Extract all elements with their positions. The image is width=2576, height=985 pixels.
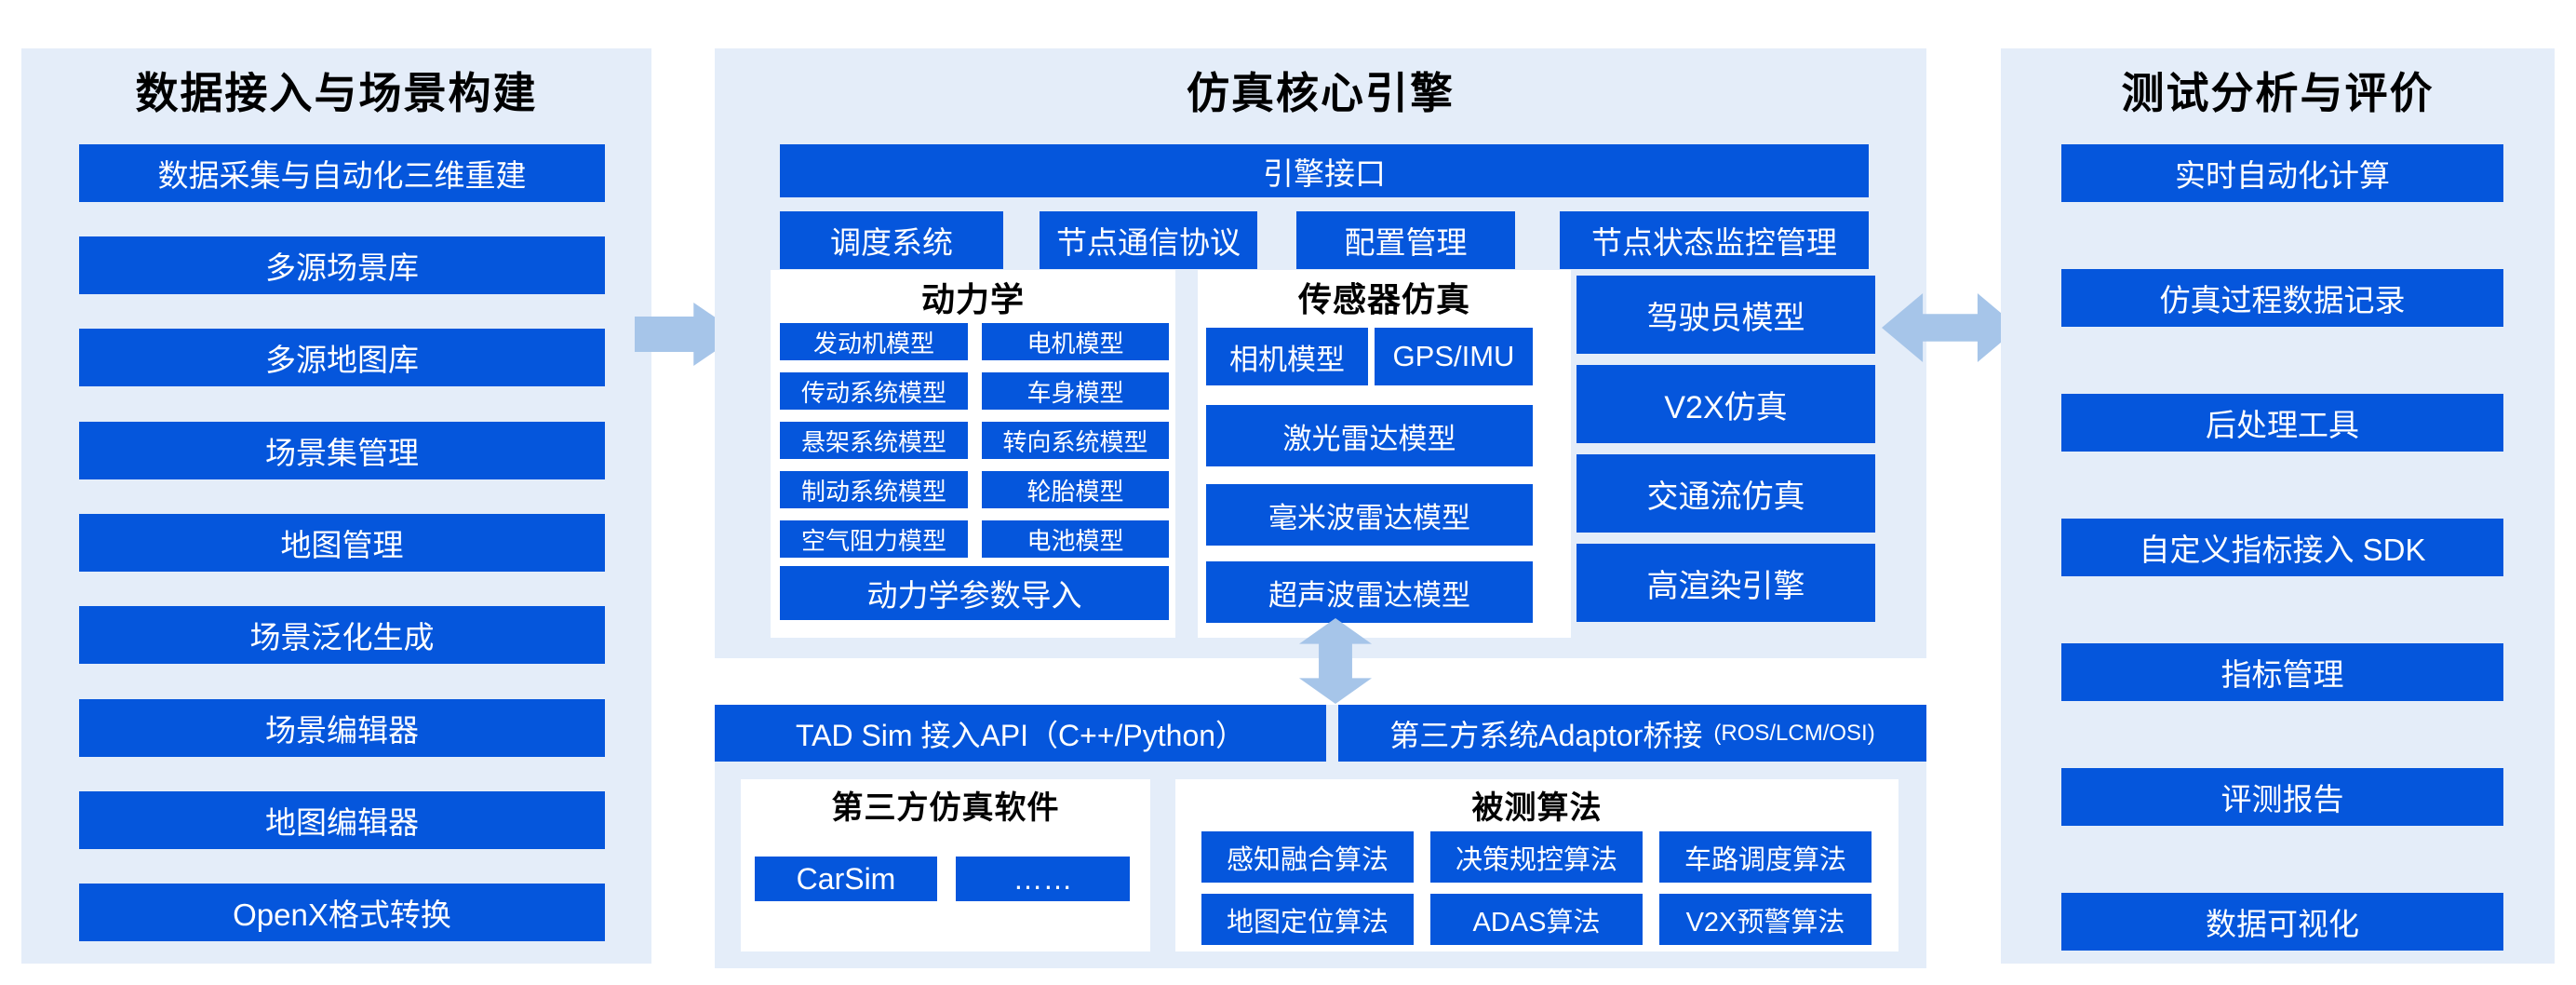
module-aerodynamic-drag-model: 空气阻力模型 (780, 520, 968, 558)
module-engine-interface: 引擎接口 (780, 144, 1869, 197)
module-ultrasonic-radar-model: 超声波雷达模型 (1206, 561, 1533, 623)
module-realtime-automated-computation: 实时自动化计算 (2061, 144, 2503, 202)
module-metric-management: 指标管理 (2061, 643, 2503, 701)
module-traffic-flow-simulation: 交通流仿真 (1576, 454, 1875, 533)
module-openx-format-conversion: OpenX格式转换 (79, 884, 605, 941)
module-tadsim-api-bar: TAD Sim 接入API（C++/Python） (715, 705, 1326, 762)
module-map-localization-algorithm: 地图定位算法 (1201, 894, 1414, 945)
panel-core-engine-title: 仿真核心引擎 (1187, 69, 1455, 117)
module-mmwave-radar-model: 毫米波雷达模型 (1206, 484, 1533, 546)
module-scheduling-system: 调度系统 (780, 211, 1003, 269)
module-dynamics-parameter-import: 动力学参数导入 (780, 566, 1169, 620)
panel-test-evaluation: 测试分析与评价 实时自动化计算 仿真过程数据记录 后处理工具 自定义指标接入 S… (2001, 48, 2555, 964)
adaptor-bar-label: 第三方系统Adaptor桥接 (1389, 718, 1703, 752)
group-dynamics: 动力学 发动机模型 电机模型 传动系统模型 车身模型 悬架系统模型 转向系统模型… (771, 270, 1175, 638)
module-vehicle-road-scheduling-algorithm: 车路调度算法 (1659, 831, 1872, 883)
group-algorithms-title: 被测算法 (1471, 790, 1603, 826)
group-algorithms-under-test: 被测算法 感知融合算法 决策规控算法 车路调度算法 地图定位算法 ADAS算法 … (1175, 779, 1898, 951)
module-scenario-set-management: 场景集管理 (79, 422, 605, 479)
module-data-collection-3d-reconstruction: 数据采集与自动化三维重建 (79, 144, 605, 202)
panel-test-evaluation-title: 测试分析与评价 (2121, 69, 2435, 117)
group-sensor-simulation: 传感器仿真 相机模型 GPS/IMU 激光雷达模型 毫米波雷达模型 超声波雷达模… (1198, 270, 1571, 638)
module-motor-model: 电机模型 (982, 323, 1169, 360)
module-node-status-monitoring: 节点状态监控管理 (1560, 211, 1869, 269)
module-scenario-generalization: 场景泛化生成 (79, 606, 605, 664)
panel-data-access-title: 数据接入与场景构建 (135, 69, 538, 117)
module-evaluation-report: 评测报告 (2061, 768, 2503, 826)
module-perception-fusion-algorithm: 感知融合算法 (1201, 831, 1414, 883)
module-data-visualization: 数据可视化 (2061, 893, 2503, 951)
module-high-rendering-engine: 高渲染引擎 (1576, 544, 1875, 622)
module-tire-model: 轮胎模型 (982, 471, 1169, 508)
module-carsim: CarSim (755, 857, 937, 901)
module-gps-imu: GPS/IMU (1375, 328, 1533, 385)
group-third-party-sim-software: 第三方仿真软件 CarSim …… (741, 779, 1150, 951)
module-steering-model: 转向系统模型 (982, 422, 1169, 459)
module-lidar-model: 激光雷达模型 (1206, 405, 1533, 466)
module-map-editor: 地图编辑器 (79, 791, 605, 849)
module-engine-model: 发动机模型 (780, 323, 968, 360)
group-dynamics-title: 动力学 (920, 280, 1025, 318)
module-other-sim-software: …… (956, 857, 1130, 901)
adaptor-bar-note: (ROS/LCM/OSI) (1713, 720, 1875, 746)
module-multi-source-map-library: 多源地图库 (79, 329, 605, 386)
module-v2x-simulation: V2X仿真 (1576, 365, 1875, 443)
module-third-party-adaptor-bar: 第三方系统Adaptor桥接 (ROS/LCM/OSI) (1338, 705, 1926, 762)
group-third-party-sim-title: 第三方仿真软件 (831, 790, 1060, 826)
module-camera-model: 相机模型 (1206, 328, 1368, 385)
module-configuration-management: 配置管理 (1296, 211, 1515, 269)
module-map-management: 地图管理 (79, 514, 605, 572)
module-transmission-model: 传动系统模型 (780, 372, 968, 410)
module-node-communication-protocol: 节点通信协议 (1040, 211, 1257, 269)
panel-data-access: 数据接入与场景构建 数据采集与自动化三维重建 多源场景库 多源地图库 场景集管理… (21, 48, 651, 964)
module-v2x-warning-algorithm: V2X预警算法 (1659, 894, 1872, 945)
module-battery-model: 电池模型 (982, 520, 1169, 558)
module-multi-source-scenario-library: 多源场景库 (79, 236, 605, 294)
module-body-model: 车身模型 (982, 372, 1169, 410)
panel-integration: TAD Sim 接入API（C++/Python） 第三方系统Adaptor桥接… (715, 705, 1926, 968)
module-custom-metric-sdk: 自定义指标接入 SDK (2061, 519, 2503, 576)
module-simulation-data-recording: 仿真过程数据记录 (2061, 269, 2503, 327)
panel-core-engine: 仿真核心引擎 引擎接口 调度系统 节点通信协议 配置管理 节点状态监控管理 动力… (715, 48, 1926, 658)
module-scenario-editor: 场景编辑器 (79, 699, 605, 757)
group-sensor-simulation-title: 传感器仿真 (1297, 280, 1470, 318)
module-suspension-model: 悬架系统模型 (780, 422, 968, 459)
module-driver-model: 驾驶员模型 (1576, 276, 1875, 354)
module-brake-model: 制动系统模型 (780, 471, 968, 508)
module-post-processing-tools: 后处理工具 (2061, 394, 2503, 452)
module-decision-planning-control-algorithm: 决策规控算法 (1430, 831, 1643, 883)
module-adas-algorithm: ADAS算法 (1430, 894, 1643, 945)
